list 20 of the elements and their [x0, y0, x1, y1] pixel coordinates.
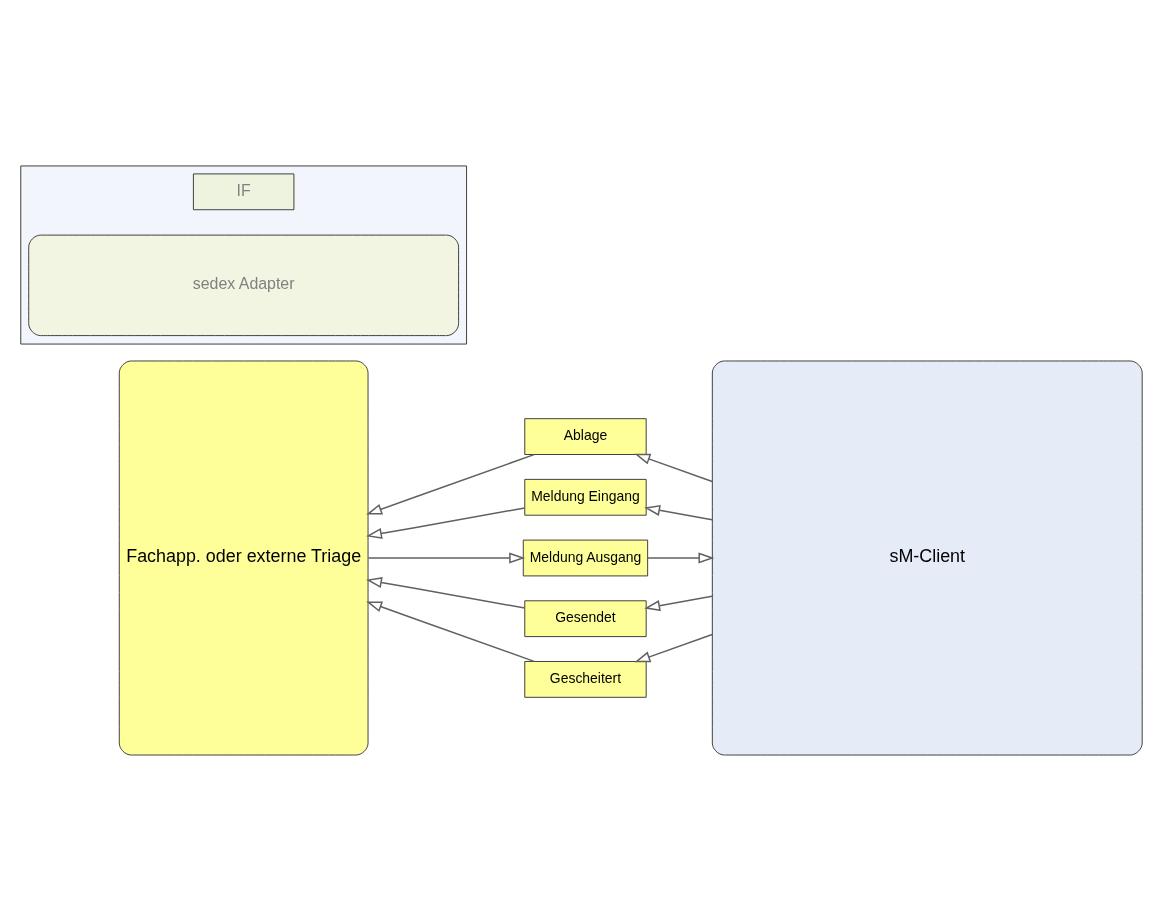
node-box: Ablage — [524, 418, 647, 455]
node-box: sM-Client — [711, 360, 1143, 756]
arrow — [366, 453, 535, 515]
arrow — [634, 453, 713, 483]
node-box: Meldung Eingang — [524, 478, 647, 516]
node-box: sedex Adapter — [28, 234, 460, 337]
arrow — [367, 552, 526, 564]
cluster — [20, 165, 468, 345]
node-box: Gesendet — [524, 600, 647, 638]
arrow — [644, 504, 713, 521]
arrow — [647, 552, 715, 564]
node-box: Fachapp. oder externe Triage — [118, 360, 369, 756]
arrow — [366, 577, 526, 609]
arrow — [366, 601, 535, 663]
arrow — [634, 633, 713, 663]
arrow — [644, 595, 713, 612]
node-box: Meldung Ausgang — [522, 539, 649, 577]
node-box: Gescheitert — [524, 661, 647, 698]
arrow — [366, 507, 526, 539]
node-box: IF — [192, 173, 295, 211]
